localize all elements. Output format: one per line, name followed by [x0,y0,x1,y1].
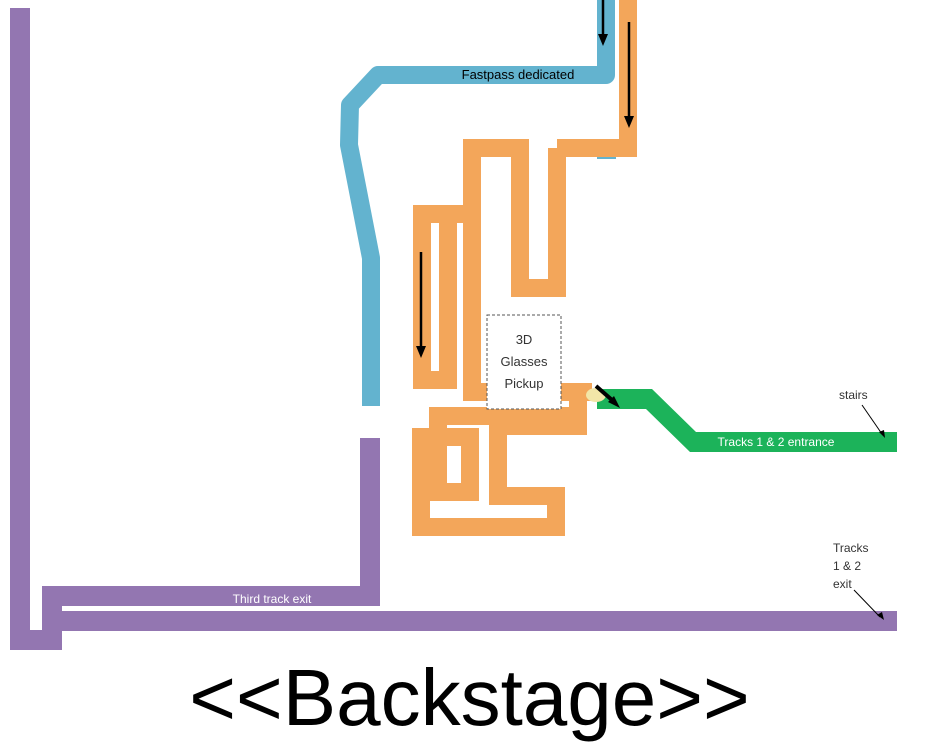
exit-label-line3: exit [833,577,852,591]
exit-label-line2: 1 & 2 [833,559,861,573]
arrow-exit-head [877,612,884,620]
fastpass-label: Fastpass dedicated [462,67,575,82]
entrance-label: Tracks 1 & 2 entrance [718,435,835,449]
arrow-standby-head [624,116,634,128]
queue-serpentine-lower [412,385,587,536]
third-exit-label: Third track exit [233,592,312,606]
purple-exit-paths [10,8,897,650]
arrow-exit [853,589,881,618]
left-wall [10,8,52,650]
arrow-to-entrance [594,384,614,402]
arrow-to-entrance-head [608,396,620,408]
arrow-stairs-head [879,430,885,438]
exit-label-line1: Tracks [833,541,869,555]
stairs-label: stairs [839,388,868,402]
glasses-pickup-box [486,314,562,410]
arrow-serpentine-head [416,346,426,358]
fastpass-lane [340,0,615,406]
glasses-label-line2: Glasses [501,354,548,369]
arrow-fastpass-head [598,34,608,46]
glasses-label-line3: Pickup [504,376,543,391]
tracks-entrance-path [597,389,897,452]
direction-arrows [416,0,885,620]
glasses-label-line1: 3D [516,332,533,347]
backstage-label: <<Backstage>> [189,653,750,742]
arrow-stairs [861,404,883,435]
